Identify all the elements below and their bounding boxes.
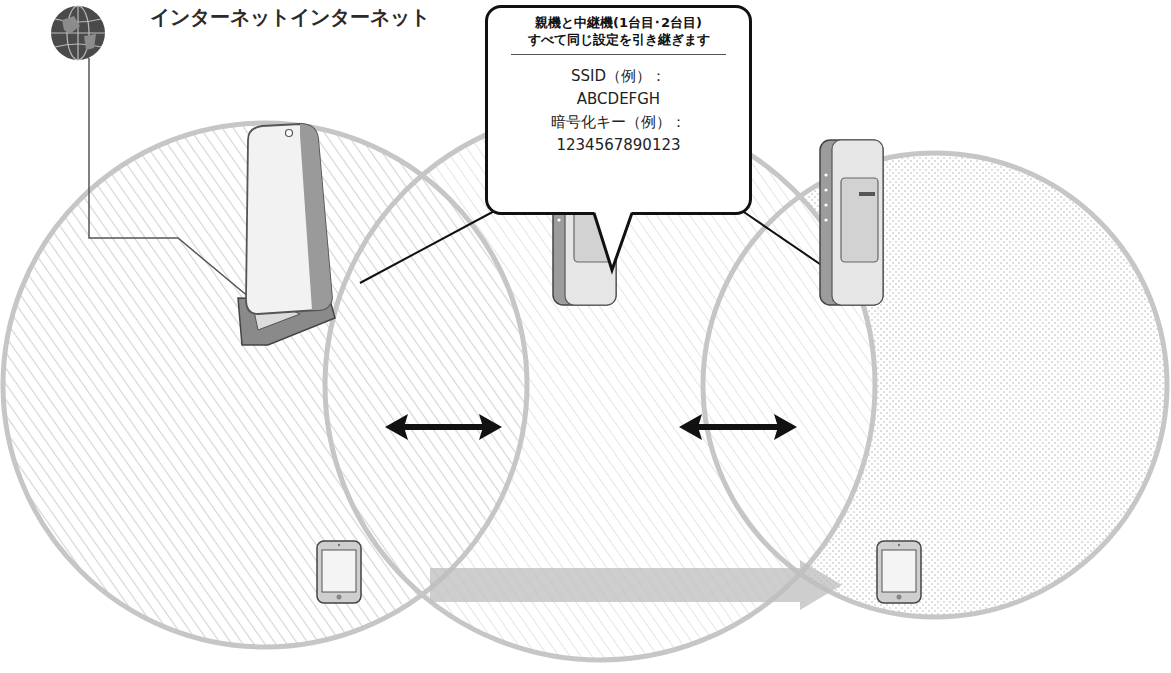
link-arrow	[679, 414, 797, 440]
network-label: インターネットインターネット	[150, 4, 430, 31]
smartphone	[877, 541, 921, 603]
circle-outline	[703, 153, 1167, 617]
repeater	[820, 140, 883, 305]
callout-pointer	[594, 213, 632, 270]
globe-icon	[51, 6, 105, 60]
setting-text: ABCDEFGH	[488, 88, 749, 111]
cable	[89, 58, 250, 298]
callout-pointer	[593, 208, 633, 270]
setting-text: SSID（例）：	[488, 65, 749, 88]
setting-text: 暗号化キー（例）：	[488, 111, 749, 134]
router	[238, 124, 335, 345]
roaming-arrow	[430, 560, 842, 610]
callout-box: 親機と中継機(1台目･2台目) すべて同じ設定を引き継ぎます SSID（例）：AB…	[485, 5, 752, 215]
callout-heading: 親機と中継機(1台目･2台目) すべて同じ設定を引き継ぎます	[511, 14, 726, 55]
smartphone	[317, 541, 361, 603]
leader-line	[360, 208, 500, 283]
setting-text: 1234567890123	[488, 134, 749, 157]
link-arrow	[385, 414, 502, 440]
